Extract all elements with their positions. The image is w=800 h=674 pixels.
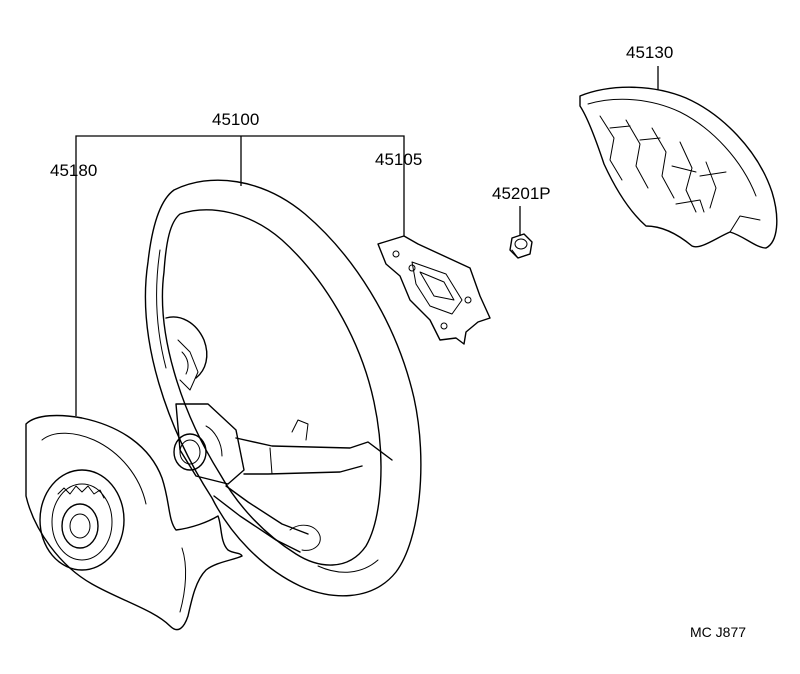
label-45130: 45130 [626, 43, 673, 62]
steering-pad [579, 86, 778, 249]
label-45100: 45100 [212, 110, 259, 129]
bracket [377, 235, 491, 345]
label-45180: 45180 [50, 161, 97, 180]
drawing-code: MC J877 [690, 624, 746, 640]
nut [509, 233, 533, 259]
lower-cover [25, 414, 243, 631]
label-45105: 45105 [375, 150, 422, 169]
leader-lines [75, 66, 659, 416]
label-45201p: 45201P [492, 184, 551, 203]
steering-wheel [144, 179, 422, 597]
